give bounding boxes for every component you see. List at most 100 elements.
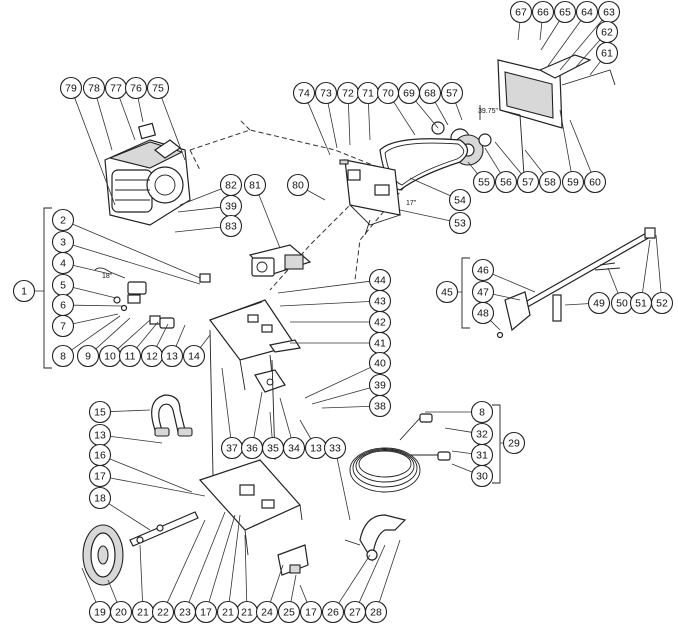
callout-39b: 39 — [311, 373, 392, 405]
callout-leader-line — [108, 503, 151, 531]
callout-number: 19 — [94, 607, 106, 619]
callout-leader-line — [368, 103, 371, 141]
callout-number: 24 — [261, 607, 273, 619]
callout-number: 48 — [477, 308, 489, 320]
callout-83: 83 — [174, 214, 243, 238]
callout-3: 3 — [51, 230, 201, 285]
callout-circle — [194, 600, 218, 624]
front-bumper-part — [344, 514, 407, 562]
callout-number: 45 — [441, 287, 453, 299]
callout-leader-line — [119, 97, 136, 141]
callout-number: 34 — [288, 443, 300, 455]
callout-number: 54 — [454, 195, 466, 207]
callout-76: 76 — [124, 76, 148, 123]
callout-number: 75 — [152, 83, 164, 95]
callout-circle — [531, 0, 555, 24]
callout-36: 36 — [240, 391, 264, 460]
callout-leader-line — [559, 109, 572, 172]
callout-circle — [118, 344, 142, 368]
callout-circle — [51, 344, 75, 368]
group-bracket-45 — [461, 257, 470, 329]
spray-wand-part — [496, 227, 656, 339]
callout-80: 80 — [286, 173, 326, 201]
callout-number: 67 — [515, 7, 527, 19]
callout-leader-line — [399, 209, 450, 222]
callout-25: 25 — [277, 574, 301, 624]
callout-41: 41 — [290, 331, 392, 355]
callout-10: 10 — [98, 319, 151, 368]
callout-number: 4 — [60, 258, 66, 270]
callout-17b: 17 — [194, 514, 236, 624]
axle-wheel-part — [82, 511, 199, 586]
callout-circle — [448, 211, 472, 235]
callout-number: 81 — [249, 180, 261, 192]
callout-circle — [502, 431, 526, 455]
callout-number: 73 — [320, 88, 332, 100]
callout-27: 27 — [343, 544, 386, 624]
callout-number: 13 — [310, 443, 322, 455]
callout-63: 63 — [559, 0, 621, 71]
callout-number: 16 — [94, 450, 106, 462]
callout-leader-line — [136, 321, 159, 349]
callout-circle — [440, 81, 464, 105]
callout-leader-line — [455, 102, 463, 121]
callout-number: 83 — [225, 221, 237, 233]
callout-49: 49 — [564, 291, 611, 315]
callout-circle — [292, 81, 316, 105]
callout-leader-line — [221, 367, 232, 438]
callout-number: 18 — [94, 493, 106, 505]
callout-leader-line — [156, 323, 169, 347]
callout-number: 79 — [65, 83, 77, 95]
callout-13c: 13 — [299, 419, 328, 460]
callout-leader-line — [269, 411, 273, 438]
callout-circle — [595, 41, 619, 65]
callout-leader-line — [434, 101, 449, 126]
callout-52: 52 — [650, 234, 674, 315]
callout-40: 40 — [304, 351, 392, 399]
callout-58: 58 — [524, 149, 562, 194]
callout-leader-line — [655, 234, 662, 293]
callout-57b: 57 — [494, 141, 540, 194]
callout-number: 17 — [305, 607, 317, 619]
callout-leader-line — [166, 519, 206, 603]
callout-37: 37 — [220, 367, 244, 460]
callout-56: 56 — [484, 147, 518, 194]
callout-leader-line — [490, 320, 501, 331]
callout-leader-line — [228, 514, 241, 602]
callout-number: 28 — [370, 607, 382, 619]
callout-leader-line — [607, 267, 619, 294]
callout-leader-line — [299, 419, 312, 440]
callout-circle — [88, 400, 112, 424]
callout-circle — [146, 76, 170, 100]
callout-leader-line — [493, 293, 521, 301]
callout-55: 55 — [467, 161, 496, 194]
callout-number: 15 — [94, 407, 106, 419]
pump-pad-part — [254, 369, 286, 393]
callout-number: 32 — [476, 429, 488, 441]
callout-number: 7 — [60, 321, 66, 333]
callout-number: 3 — [60, 237, 66, 249]
callout-69: 69 — [397, 81, 439, 129]
callout-circle — [471, 301, 495, 325]
hose-coil-part — [349, 413, 451, 493]
callout-leader-line — [378, 539, 401, 603]
callout-73: 73 — [314, 81, 338, 149]
callout-leader-line — [444, 427, 472, 433]
callout-number: 74 — [298, 88, 310, 100]
callout-circle — [323, 436, 347, 460]
callout-number: 8 — [479, 407, 485, 419]
callout-28: 28 — [364, 539, 401, 624]
callout-leader-line — [451, 450, 472, 455]
callout-number: 23 — [179, 607, 191, 619]
callout-circle — [575, 0, 599, 24]
callout-59: 59 — [559, 109, 585, 194]
callout-leader-line — [208, 514, 236, 603]
callout-65: 65 — [540, 0, 577, 51]
callout-leader-line — [279, 301, 370, 307]
callout-leader-line — [409, 177, 451, 197]
callout-20: 20 — [107, 579, 133, 624]
callout-number: 13 — [166, 351, 178, 363]
callout-circle — [51, 208, 75, 232]
callout-67: 67 — [509, 0, 533, 41]
callout-leader-line — [71, 315, 121, 351]
